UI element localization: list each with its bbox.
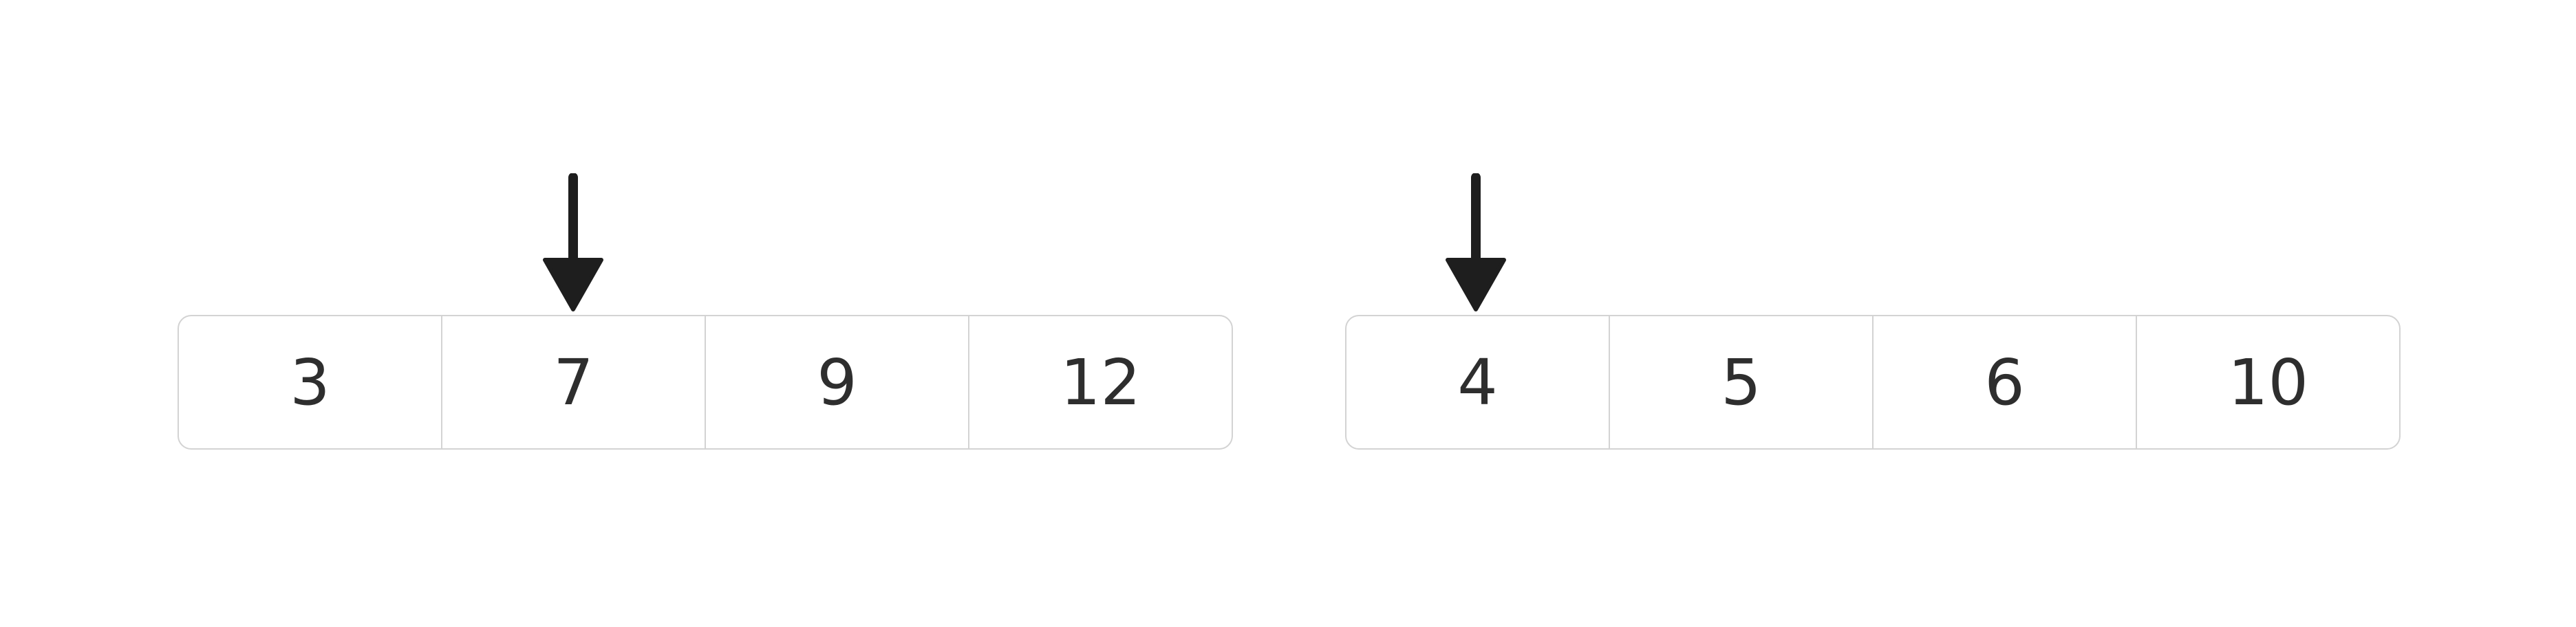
right-array-cell: 5 (1609, 316, 1872, 448)
left-array-cell: 9 (705, 316, 968, 448)
right-pointer-down-arrow-icon (1445, 173, 1507, 312)
left-array-cell: 3 (290, 345, 330, 419)
right-array-cell: 4 (1457, 345, 1498, 419)
left-array-cell: 7 (441, 316, 705, 448)
right-array-cell: 10 (2136, 316, 2399, 448)
left-array: 3 7 9 12 (178, 315, 1233, 450)
left-array-cell: 12 (968, 316, 1232, 448)
right-array-cell: 6 (1872, 316, 2136, 448)
right-array: 4 5 6 10 (1345, 315, 2401, 450)
left-pointer-down-arrow-icon (542, 173, 604, 312)
